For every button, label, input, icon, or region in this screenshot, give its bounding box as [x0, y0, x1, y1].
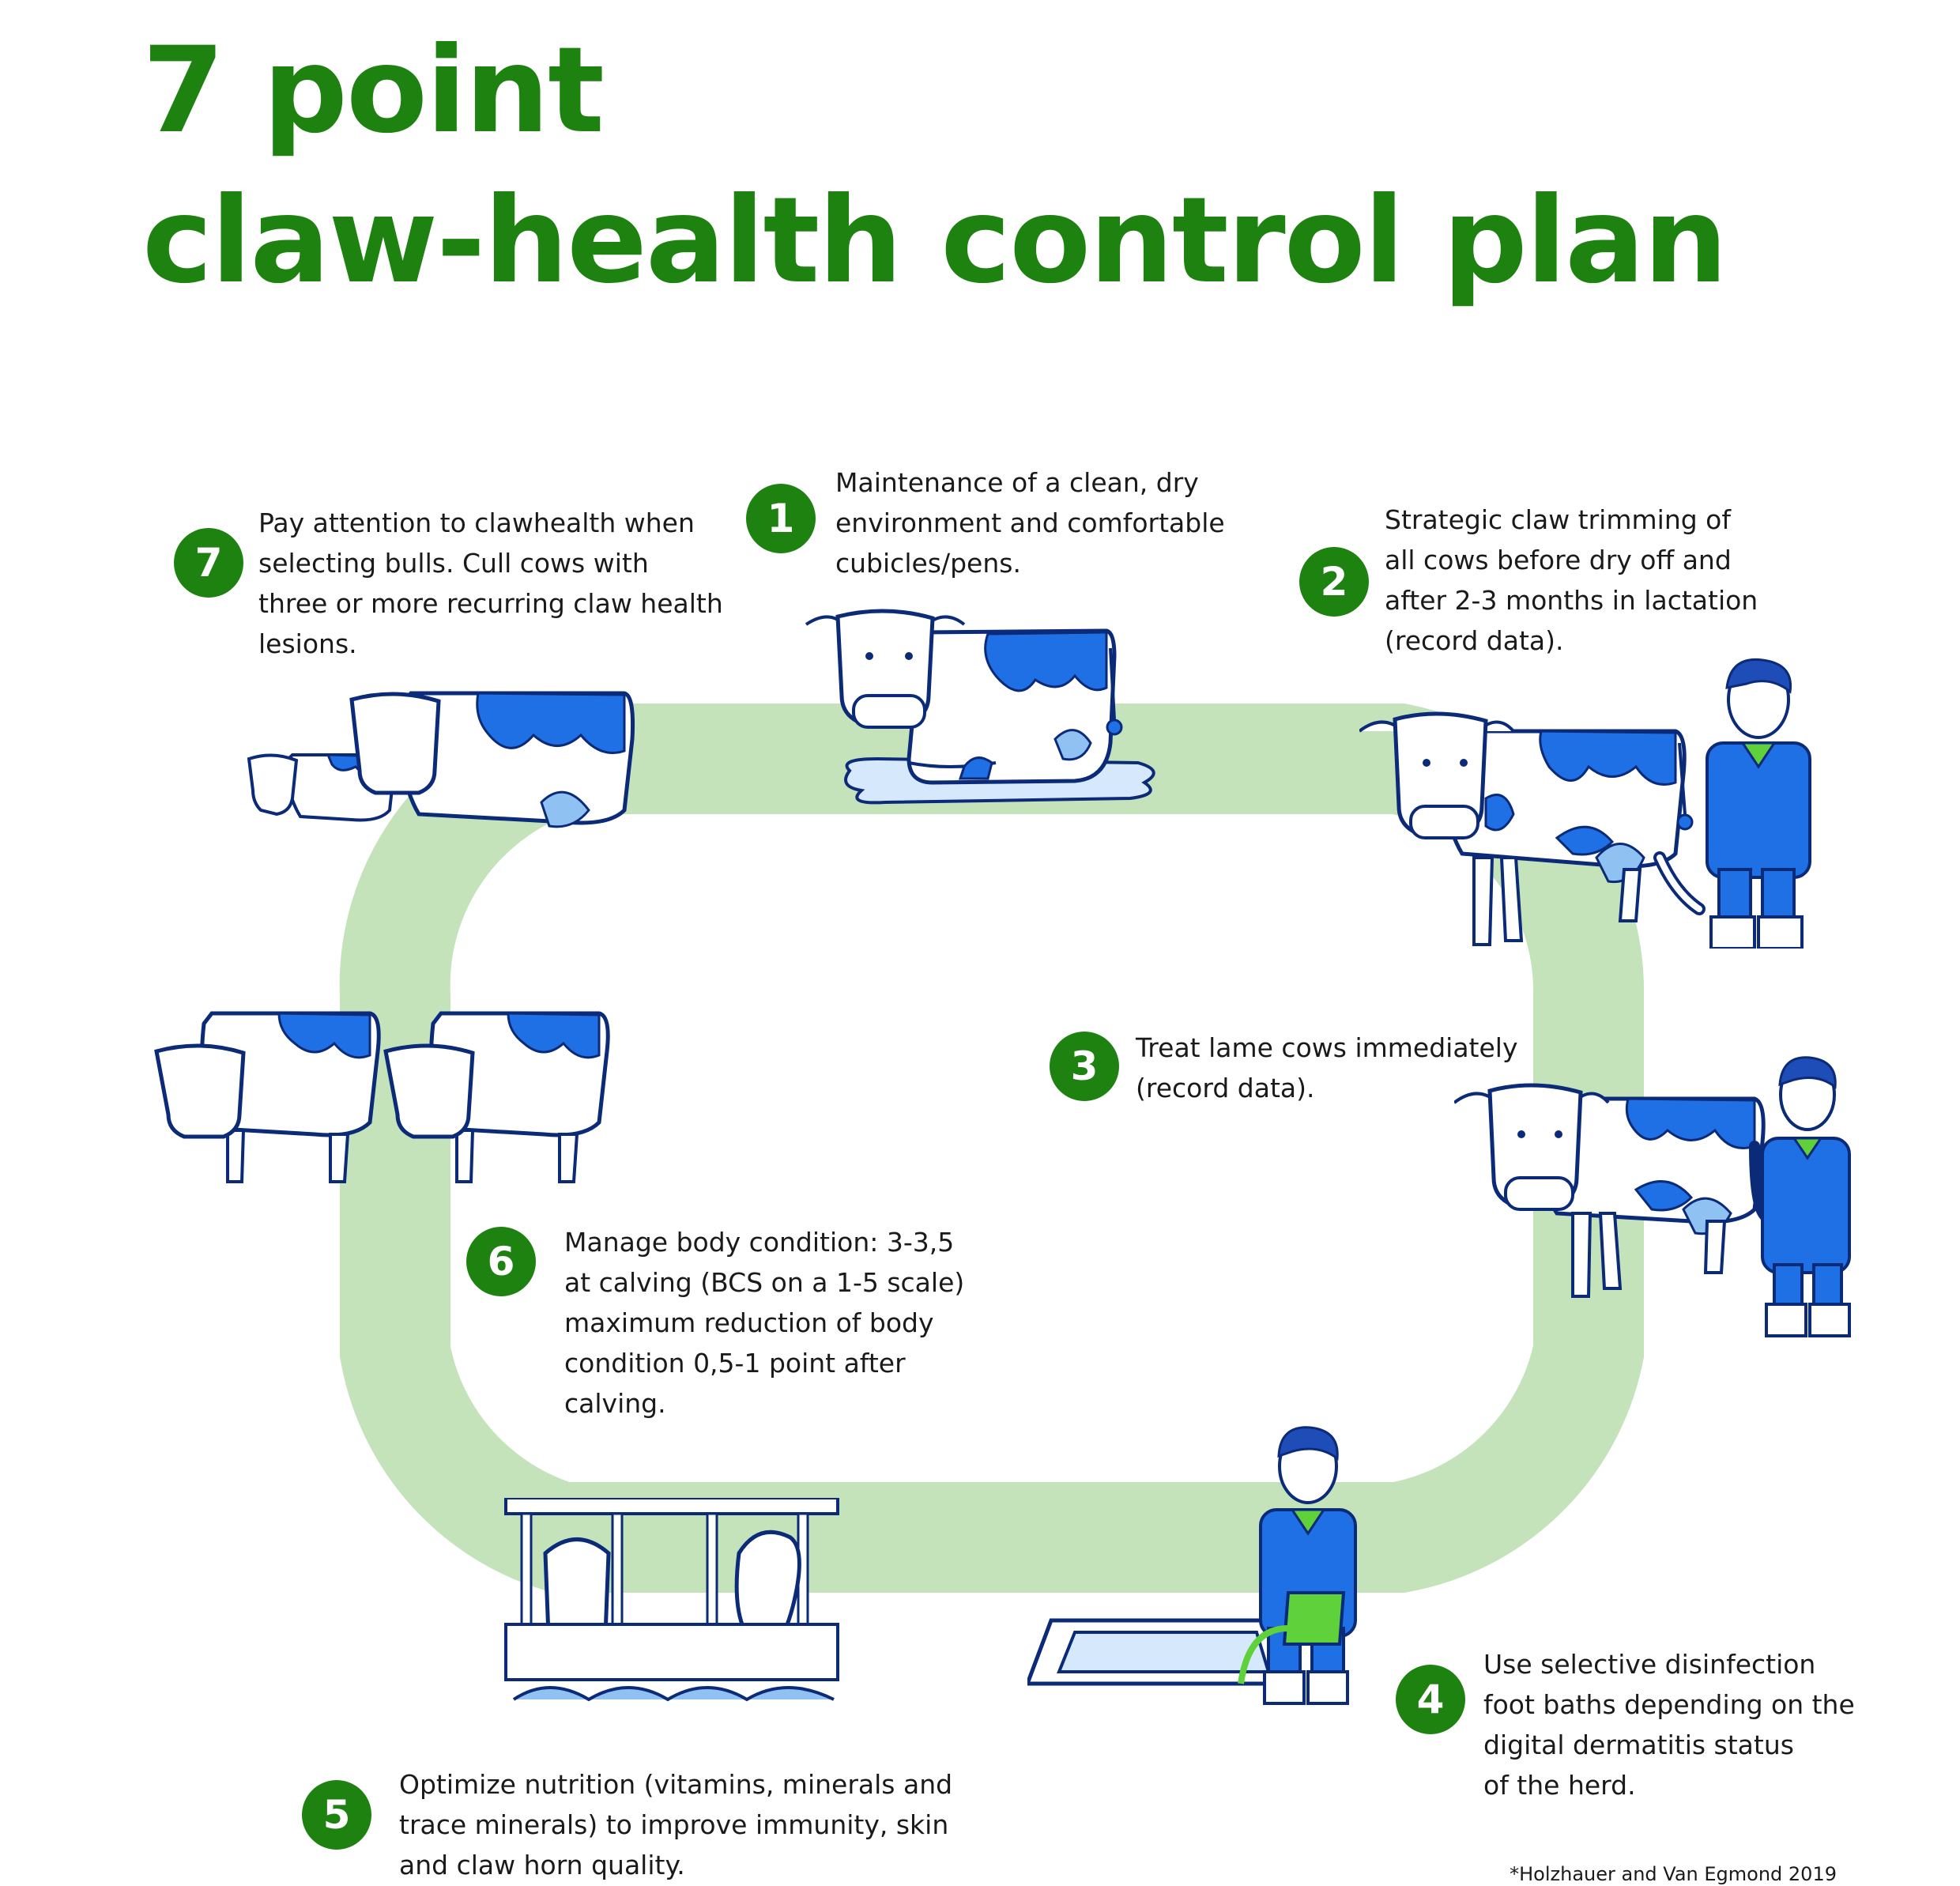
step-3-badge: 3	[1050, 1032, 1119, 1101]
step-1-badge: 1	[746, 484, 816, 553]
step-2-text: Strategic claw trimming of all cows befo…	[1385, 504, 1758, 656]
step-7-badge: 7	[174, 528, 243, 598]
step-4-text: Use selective disinfection foot baths de…	[1483, 1649, 1855, 1801]
cow-and-calf-illustration	[247, 691, 635, 828]
page-title-line-2: claw-health control plan	[142, 172, 1728, 310]
lying-cow-illustration	[805, 609, 1155, 805]
footbath-illustration	[1027, 1426, 1357, 1705]
step-3-text: Treat lame cows immediately (record data…	[1136, 1032, 1518, 1103]
step-2-badge: 2	[1299, 547, 1369, 617]
step-1-text: Maintenance of a clean, dry environment …	[835, 467, 1225, 579]
cow-with-farmer-illustration-2	[1454, 1056, 1851, 1337]
step-5-text: Optimize nutrition (vitamins, minerals a…	[399, 1769, 953, 1880]
source-citation: *Holzhauer and Van Egmond 2019	[1510, 1863, 1837, 1885]
page-title-line-1: 7 point	[142, 22, 605, 160]
step-7-text: Pay attention to clawhealth when selecti…	[258, 507, 723, 659]
feeding-cows-illustration	[504, 1498, 839, 1702]
two-cows-illustration	[154, 1011, 610, 1183]
step-5-badge: 5	[302, 1780, 371, 1850]
step-6-badge: 6	[466, 1227, 536, 1296]
step-6-text: Manage body condition: 3-3,5 at calving …	[564, 1227, 965, 1419]
step-4-badge: 4	[1396, 1665, 1465, 1734]
cow-with-farmer-illustration-1	[1359, 658, 1811, 949]
